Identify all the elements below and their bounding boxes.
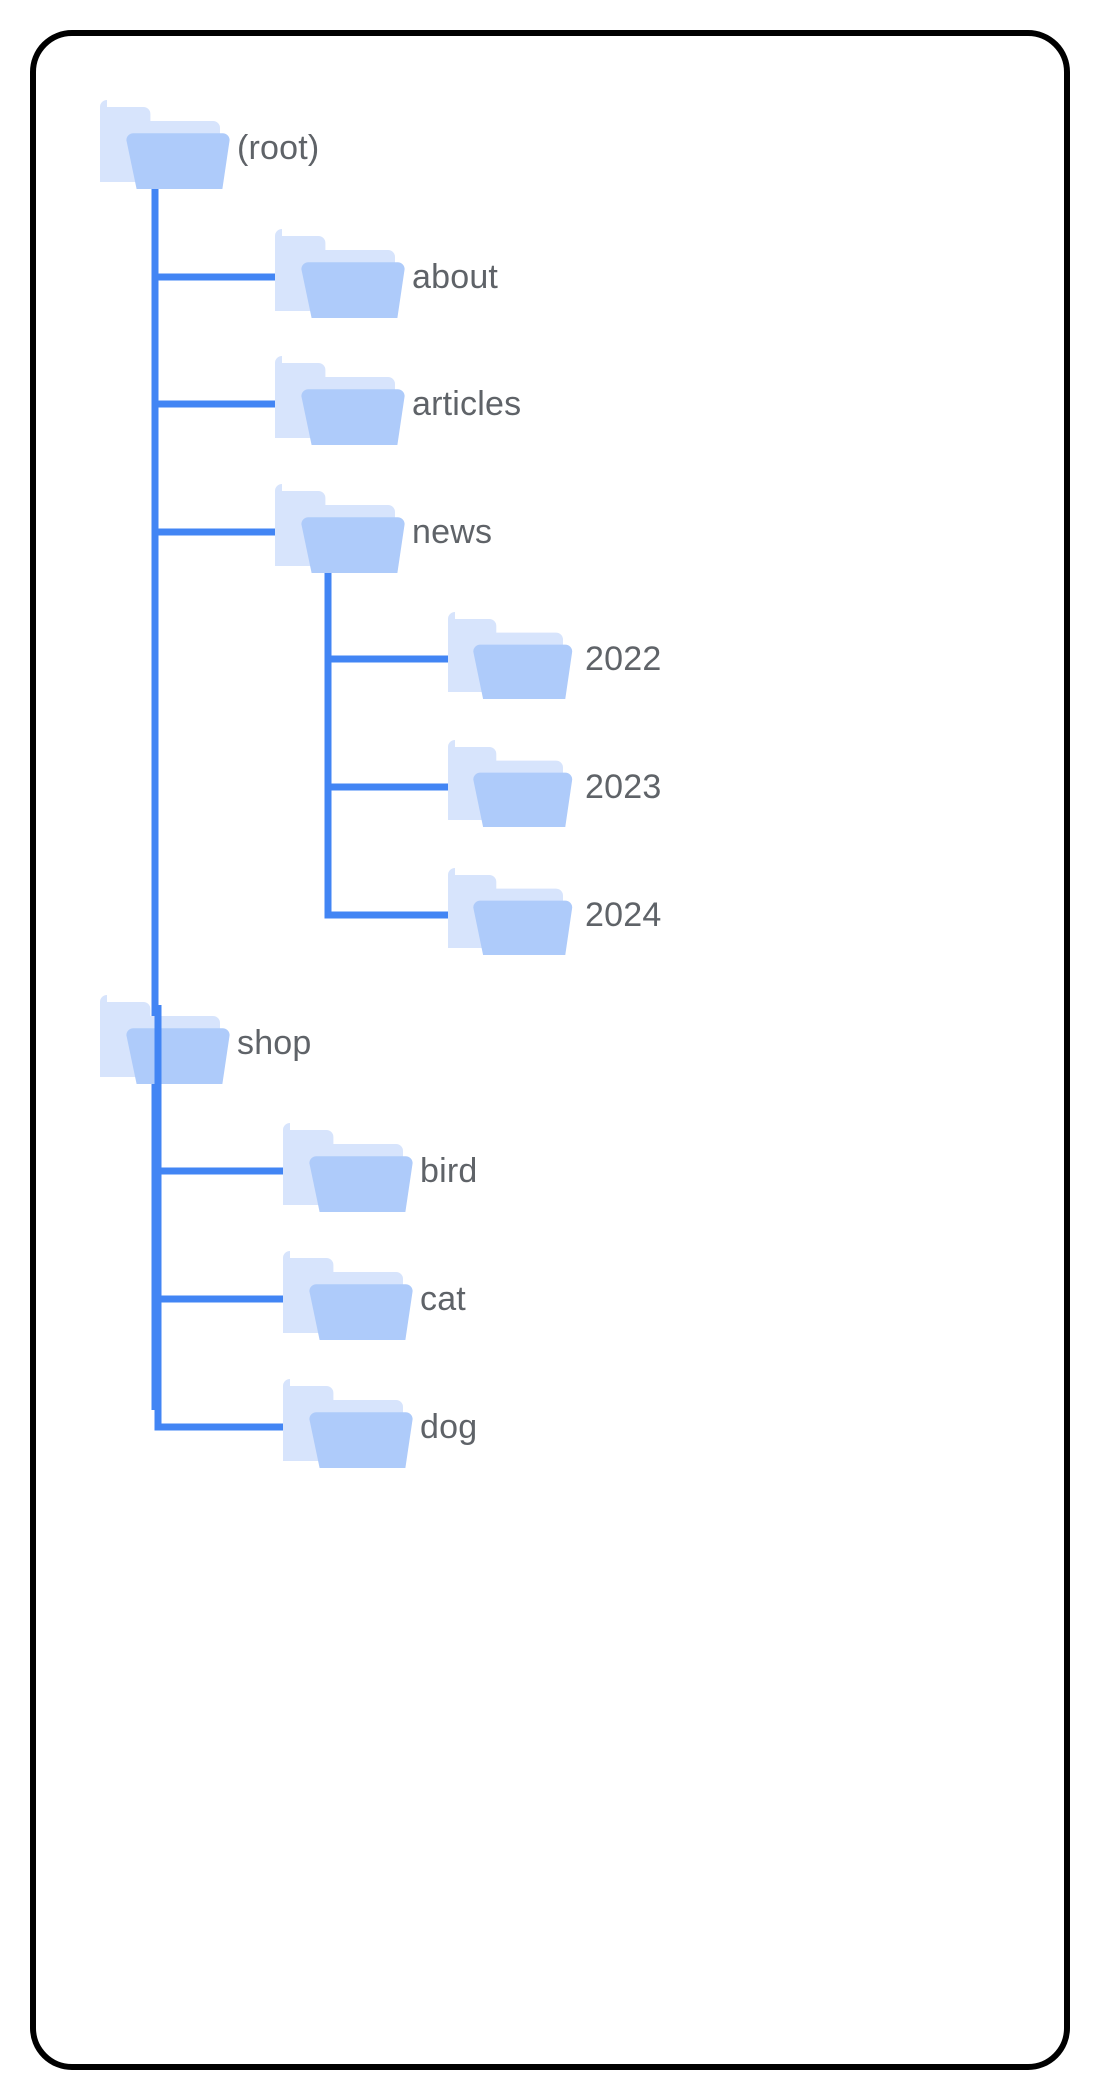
folder-front-icon: [473, 644, 573, 699]
folder-node-2023[interactable]: [448, 740, 573, 827]
tree-node-shop[interactable]: shop: [100, 995, 312, 1084]
tree-node-bird[interactable]: bird: [283, 1123, 478, 1212]
folder-front-icon: [473, 772, 573, 827]
node-label-2022: 2022: [585, 640, 661, 678]
folder-front-icon: [473, 900, 573, 955]
folder-node-cat[interactable]: [283, 1251, 413, 1340]
folder-front-icon: [309, 1156, 413, 1212]
folder-front-icon: [301, 517, 405, 573]
folder-node-articles[interactable]: [275, 356, 405, 445]
node-label-root: (root): [237, 129, 319, 167]
folder-node-news[interactable]: [275, 484, 405, 573]
tree-node-2022[interactable]: 2022: [448, 612, 661, 699]
folder-node-shop[interactable]: [100, 995, 230, 1084]
folder-node-root[interactable]: [100, 100, 230, 189]
folder-front-icon: [301, 389, 405, 445]
node-group: (root) about articles news 2022 2023 2024 shop b…: [100, 100, 661, 1468]
folder-front-icon: [126, 1028, 230, 1084]
folder-front-icon: [309, 1284, 413, 1340]
node-label-cat: cat: [420, 1280, 466, 1318]
tree-node-about[interactable]: about: [275, 229, 498, 318]
node-label-about: about: [412, 258, 498, 296]
folder-front-icon: [126, 133, 230, 189]
tree-node-2024[interactable]: 2024: [448, 868, 661, 955]
folder-node-2022[interactable]: [448, 612, 573, 699]
node-label-2023: 2023: [585, 768, 661, 806]
node-label-articles: articles: [412, 385, 521, 423]
tree-node-2023[interactable]: 2023: [448, 740, 661, 827]
node-label-news: news: [412, 513, 492, 551]
node-label-dog: dog: [420, 1408, 477, 1446]
tree-node-articles[interactable]: articles: [275, 356, 521, 445]
folder-node-bird[interactable]: [283, 1123, 413, 1212]
tree-node-root[interactable]: (root): [100, 100, 319, 189]
folder-front-icon: [309, 1412, 413, 1468]
folder-node-dog[interactable]: [283, 1379, 413, 1468]
tree-node-dog[interactable]: dog: [283, 1379, 477, 1468]
folder-node-2024[interactable]: [448, 868, 573, 955]
node-label-bird: bird: [420, 1152, 478, 1190]
folder-front-icon: [301, 262, 405, 318]
node-label-2024: 2024: [585, 896, 661, 934]
tree-node-cat[interactable]: cat: [283, 1251, 466, 1340]
folder-node-about[interactable]: [275, 229, 405, 318]
node-label-shop: shop: [237, 1024, 312, 1062]
tree-node-news[interactable]: news: [275, 484, 492, 573]
